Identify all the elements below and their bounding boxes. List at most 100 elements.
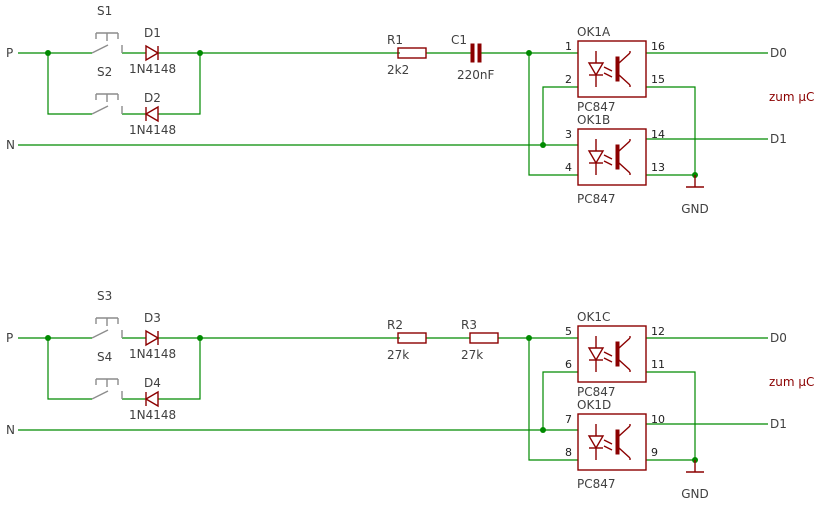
switch-b-label: S4 xyxy=(97,350,112,364)
opto-bottom-part: PC847 xyxy=(577,477,616,491)
capacitor-c1 xyxy=(470,43,482,63)
switch-a-label: S1 xyxy=(97,4,112,18)
circuit-2: PNS3S4D31N4148D41N4148R227kR327kOK1CPC84… xyxy=(6,289,814,501)
pin-label: 13 xyxy=(651,161,665,174)
net-label-n: N xyxy=(6,423,15,437)
gnd-symbol xyxy=(686,175,704,188)
wire-branch-left xyxy=(47,338,92,400)
switch-s4 xyxy=(91,378,123,400)
opto-top-ref: OK1C xyxy=(577,310,610,324)
wire-emitter-top xyxy=(646,371,696,460)
pin-label: 5 xyxy=(565,325,572,338)
circuit-1: PNS1S2D11N4148D21N4148R12k2C1220nFOK1APC… xyxy=(6,4,814,216)
opto-transistor-base xyxy=(615,56,620,82)
switch-a-label: S3 xyxy=(97,289,112,303)
opto-light-arrow-1 xyxy=(603,154,613,160)
series-resistor-2 xyxy=(469,332,499,344)
diode-b-value: 1N4148 xyxy=(129,408,176,422)
capacitor-plate-right xyxy=(477,43,482,63)
opto-transistor-collector xyxy=(618,52,631,64)
pin-label: 12 xyxy=(651,325,665,338)
wire-branch-left xyxy=(47,53,92,115)
output-d1-label: D1 xyxy=(770,417,787,431)
wire-pin2-to-pin3 xyxy=(542,86,578,145)
junction-p-right xyxy=(197,50,203,56)
pin-label: 2 xyxy=(565,73,572,86)
gnd-symbol xyxy=(686,460,704,473)
junction-input-n xyxy=(540,142,546,148)
opto-led-triangle xyxy=(587,62,605,77)
mcu-label: zum µC xyxy=(769,90,814,104)
diode-a-value: 1N4148 xyxy=(129,347,176,361)
diode-anode-triangle xyxy=(144,105,159,123)
pin-label: 14 xyxy=(651,128,665,141)
opto-led-triangle xyxy=(587,435,605,450)
pin-label: 6 xyxy=(565,358,572,371)
net-label-p: P xyxy=(6,46,13,60)
opto-transistor-collector xyxy=(618,140,631,152)
switch-s1 xyxy=(91,32,123,54)
opto-light-arrow-2 xyxy=(603,357,613,363)
pin-label: 1 xyxy=(565,40,572,53)
opto-body xyxy=(577,40,647,98)
opto-transistor-emitter xyxy=(618,447,631,459)
opto-bottom xyxy=(577,128,647,186)
opto-bottom-ref: OK1D xyxy=(577,398,611,412)
pin-label: 15 xyxy=(651,73,665,86)
opto-light-arrow-2 xyxy=(603,445,613,451)
junction-p-right xyxy=(197,335,203,341)
series-resistor-1 xyxy=(397,332,427,344)
output-d0-label: D0 xyxy=(770,331,787,345)
switch-blade xyxy=(91,44,109,54)
wire-pin1-to-pin4 xyxy=(528,53,578,176)
opto-led-triangle xyxy=(587,150,605,165)
opto-light-arrow-1 xyxy=(603,351,613,357)
pin-label: 16 xyxy=(651,40,665,53)
switch-b-label: S2 xyxy=(97,65,112,79)
opto-light-arrow-1 xyxy=(603,439,613,445)
series-1-ref: R2 xyxy=(387,318,403,332)
opto-top xyxy=(577,40,647,98)
opto-top-ref: OK1A xyxy=(577,25,611,39)
output-d0-label: D0 xyxy=(770,46,787,60)
opto-top-part: PC847 xyxy=(577,100,616,114)
junction-input-p xyxy=(526,50,532,56)
switch-blade xyxy=(91,329,109,339)
mcu-label: zum µC xyxy=(769,375,814,389)
series-resistor-1 xyxy=(397,47,427,59)
series-2-ref: R3 xyxy=(461,318,477,332)
gnd-label: GND xyxy=(681,202,709,216)
opto-transistor-collector xyxy=(618,337,631,349)
opto-transistor-collector xyxy=(618,425,631,437)
opto-light-arrow-2 xyxy=(603,72,613,78)
diode-b xyxy=(144,105,159,123)
diode-a xyxy=(145,44,160,62)
pin-label: 10 xyxy=(651,413,665,426)
diode-a xyxy=(145,329,160,347)
opto-top-part: PC847 xyxy=(577,385,616,399)
wire-pin1-to-pin4 xyxy=(528,338,578,461)
diode-b-ref: D4 xyxy=(144,376,161,390)
series-2-ref: C1 xyxy=(451,33,467,47)
switch-s2 xyxy=(91,93,123,115)
pin-label: 7 xyxy=(565,413,572,426)
pin-label: 11 xyxy=(651,358,665,371)
net-label-p: P xyxy=(6,331,13,345)
series-1-value: 27k xyxy=(387,348,409,362)
opto-transistor-base xyxy=(615,144,620,170)
pin-label: 9 xyxy=(651,446,658,459)
diode-b-value: 1N4148 xyxy=(129,123,176,137)
diode-a-ref: D1 xyxy=(144,26,161,40)
diode-anode-triangle xyxy=(145,44,160,62)
wire-branch-right xyxy=(158,53,201,115)
pin-label: 4 xyxy=(565,161,572,174)
series-2-value: 27k xyxy=(461,348,483,362)
opto-body xyxy=(577,413,647,471)
opto-bottom-part: PC847 xyxy=(577,192,616,206)
junction-p-left xyxy=(45,335,51,341)
wire-branch-right xyxy=(158,338,201,400)
wire-pin2-to-pin3 xyxy=(542,371,578,430)
diode-a-ref: D3 xyxy=(144,311,161,325)
